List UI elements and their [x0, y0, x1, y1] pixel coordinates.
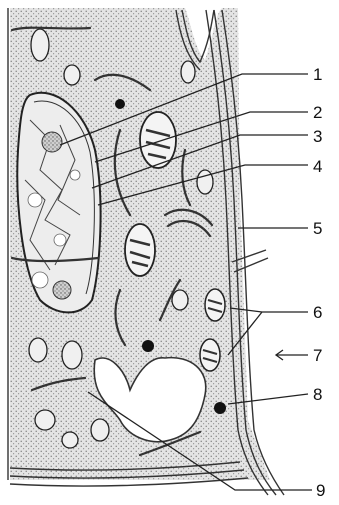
label-5: 5: [313, 219, 322, 238]
nucleolus-2: [53, 281, 71, 299]
number-labels: 1 2 3 4 5 6 7 8 9: [313, 65, 325, 500]
label-4: 4: [313, 157, 322, 176]
label-2: 2: [313, 103, 322, 122]
nucleolus: [42, 132, 62, 152]
label-1: 1: [313, 65, 322, 84]
label-6: 6: [313, 303, 322, 322]
label-9: 9: [316, 481, 325, 500]
label-8: 8: [313, 385, 322, 404]
label-3: 3: [313, 127, 322, 146]
label-7: 7: [313, 346, 322, 365]
